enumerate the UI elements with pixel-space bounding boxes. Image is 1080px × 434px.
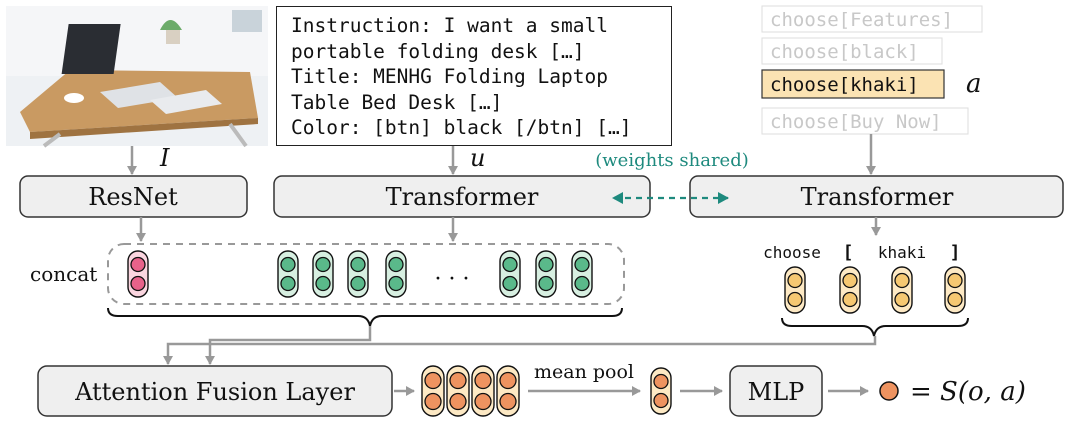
action-token	[839, 266, 861, 314]
action-token	[944, 266, 966, 314]
token-open-bracket: [	[843, 242, 854, 263]
action-box-black	[761, 37, 943, 65]
token-close-bracket: ]	[950, 242, 961, 263]
action-features: choose[Features]	[770, 9, 953, 31]
product-photo	[6, 6, 268, 148]
action-box-features	[761, 5, 983, 33]
fused-token	[421, 365, 445, 417]
text-input-line-1: Instruction: I want a small	[291, 14, 608, 37]
arrow-features-to-attention	[205, 326, 372, 365]
concat-container	[107, 243, 625, 305]
action-box-khaki-selected	[761, 69, 945, 99]
score-node	[879, 381, 899, 401]
text-token	[277, 250, 299, 298]
action-token	[784, 266, 806, 314]
text-input-box: Instruction: I want a small portable fol…	[276, 6, 672, 146]
resnet-label: ResNet	[88, 183, 178, 211]
text-token	[499, 250, 521, 298]
arrow-action-to-attention	[163, 336, 877, 365]
concat-brace	[107, 307, 623, 327]
text-token	[312, 250, 334, 298]
pooled-embedding	[650, 367, 672, 415]
concat-feature-tokens	[127, 250, 593, 298]
text-input-line-3: Title: MENHG Folding Laptop	[291, 65, 608, 88]
fused-token	[446, 365, 470, 417]
fused-token	[471, 365, 495, 417]
ellipsis: · · ·	[435, 267, 470, 292]
text-input-line-4: Table Bed Desk […]	[291, 90, 503, 114]
mean-pool-label: mean pool	[534, 361, 634, 383]
score-equation: = S(o, a)	[910, 377, 1026, 407]
attention-fusion-box	[37, 365, 393, 417]
concat-label: concat	[30, 262, 97, 286]
fused-token-embeddings	[421, 365, 520, 417]
text-token	[347, 250, 369, 298]
action-tokens-labels: choose [ khaki ]	[763, 242, 960, 263]
action-token	[891, 266, 913, 314]
image-token	[127, 250, 149, 298]
action-list: choose[Features] choose[black] choose[kh…	[761, 5, 983, 135]
action-token-embeddings	[784, 266, 966, 314]
mlp-box	[729, 365, 823, 417]
resnet-box	[19, 175, 248, 218]
pooled-token	[650, 367, 672, 415]
fused-token	[496, 365, 520, 417]
token-khaki: khaki	[878, 243, 926, 262]
text-token	[535, 250, 557, 298]
symbol-u: u	[470, 144, 485, 172]
action-buy-now: choose[Buy Now]	[770, 111, 942, 133]
action-brace	[781, 317, 969, 337]
action-variable-a: a	[966, 69, 982, 99]
text-input-line-5: Color: [btn] black [/btn] […]	[291, 116, 632, 139]
text-token	[571, 250, 593, 298]
action-box-buy-now	[761, 107, 969, 135]
weights-shared-label: (weights shared)	[595, 150, 749, 171]
action-black: choose[black]	[770, 41, 919, 63]
mlp-label: MLP	[748, 378, 805, 406]
text-input-line-2: portable folding desk […]	[291, 39, 585, 63]
text-token	[385, 250, 407, 298]
token-choose: choose	[763, 243, 821, 262]
transformer-left-label: Transformer	[386, 183, 539, 211]
attention-fusion-label: Attention Fusion Layer	[74, 378, 355, 406]
symbol-i: I	[159, 144, 170, 172]
action-khaki: choose[khaki]	[770, 74, 919, 96]
transformer-right-label: Transformer	[801, 183, 954, 211]
